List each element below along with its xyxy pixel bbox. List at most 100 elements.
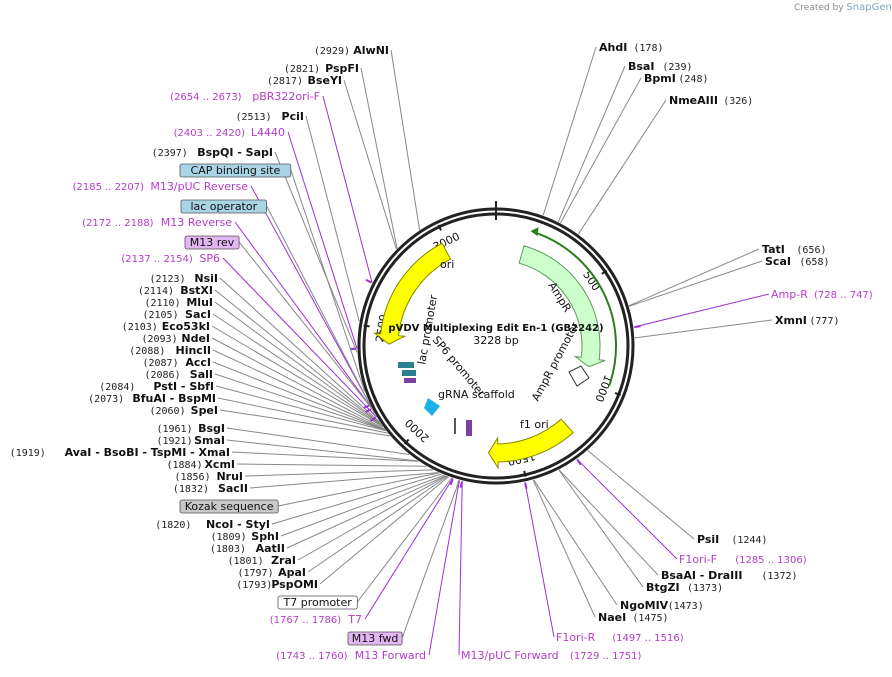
enzyme-position: (1803) xyxy=(210,544,246,555)
leader-line xyxy=(534,480,617,605)
leader-line xyxy=(459,481,462,655)
snapgene-logo-text: SnapGene xyxy=(846,2,892,13)
feature-box-label: Kozak sequence xyxy=(185,500,274,513)
primer-label: M13/pUC Reverse xyxy=(150,180,248,193)
primer-range: (2137 .. 2154) xyxy=(121,254,193,265)
primer-range: (2403 .. 2420) xyxy=(174,128,246,139)
primer-label: pBR322ori-F xyxy=(252,90,320,103)
leader-line xyxy=(232,452,418,461)
leader-line xyxy=(237,464,426,466)
leader-line xyxy=(213,362,385,430)
leader-line xyxy=(533,480,595,617)
enzyme-position: (1373) xyxy=(687,583,723,594)
primer-label: F1ori-F xyxy=(679,553,717,566)
leader-line xyxy=(561,78,641,223)
leader-line xyxy=(227,440,418,461)
enzyme-label: SpeI xyxy=(191,404,218,417)
enzyme-position: (178) xyxy=(633,43,663,54)
enzyme-position: (2114) xyxy=(138,286,174,297)
enzyme-position: (1884) xyxy=(166,460,202,471)
leader-line xyxy=(212,326,383,427)
enzyme-label: BtgZI xyxy=(646,581,680,594)
enzyme-label: PciI xyxy=(282,110,304,123)
watermark-prefix: Created by xyxy=(794,3,844,13)
feature-box-label: lac operator xyxy=(190,200,257,213)
leader-line xyxy=(629,261,762,306)
enzyme-position: (658) xyxy=(799,257,829,268)
enzyme-position: (1793) xyxy=(236,580,272,591)
cluster-glyph xyxy=(402,370,416,376)
primer-label: M13/pUC Forward xyxy=(461,649,559,662)
primer-range: (1285 .. 1306) xyxy=(735,555,807,566)
leader-line xyxy=(559,470,643,587)
enzyme-position: (1809) xyxy=(210,532,246,543)
cluster-glyph xyxy=(404,378,416,383)
primer-range: (2172 .. 2188) xyxy=(82,218,154,229)
leader-line xyxy=(344,80,396,249)
enzyme-label: BseYI xyxy=(308,74,342,87)
feature-box-label: M13 rev xyxy=(190,236,235,249)
primer-range: (728 .. 747) xyxy=(814,290,873,301)
enzyme-label: AlwNI xyxy=(353,44,389,57)
leader-line xyxy=(558,66,625,222)
grna-glyph xyxy=(454,418,456,434)
leader-line xyxy=(291,170,365,391)
enzyme-position: (2073) xyxy=(88,394,124,405)
enzyme-label: PspOMI xyxy=(271,578,318,591)
enzyme-label: XmnI xyxy=(775,314,807,327)
plasmid-size: 3228 bp xyxy=(473,334,518,347)
enzyme-label: BpmI xyxy=(644,72,676,85)
ori-label: ori xyxy=(440,258,454,271)
leader-line xyxy=(577,459,677,559)
primer-range: (2654 .. 2673) xyxy=(170,92,242,103)
enzyme-position: (1820) xyxy=(155,520,191,531)
plasmid-name: pVDV Multiplexing Edit En-1 (GB2242) xyxy=(388,323,603,334)
primer-label: T7 xyxy=(347,613,362,626)
enzyme-position: (2093) xyxy=(141,334,177,345)
enzyme-label: SacII xyxy=(218,482,248,495)
leader-line xyxy=(543,47,596,215)
enzyme-position: (1475) xyxy=(632,613,668,624)
enzyme-position: (777) xyxy=(809,316,839,327)
enzyme-position: (1797) xyxy=(237,568,273,579)
enzyme-position: (2088) xyxy=(129,346,165,357)
enzyme-position: (248) xyxy=(678,74,708,85)
enzyme-position: (2060) xyxy=(149,406,185,417)
tick-mark xyxy=(364,325,370,326)
cluster-glyph xyxy=(398,362,414,368)
enzyme-label: NmeAIII xyxy=(669,94,718,107)
leader-line xyxy=(281,475,444,536)
leader-line xyxy=(391,50,420,230)
feature-box-label: M13 fwd xyxy=(352,632,399,645)
leader-line xyxy=(588,450,694,539)
enzyme-label: AhdI xyxy=(599,41,627,54)
enzyme-position: (2103) xyxy=(122,322,158,333)
leader-line xyxy=(320,477,449,584)
primer-label: L4440 xyxy=(251,126,285,139)
enzyme-label: PsiI xyxy=(697,533,719,546)
feature-box-label: T7 promoter xyxy=(283,596,353,609)
primer-range: (1767 .. 1786) xyxy=(270,615,342,626)
f1-ori-label: f1 ori xyxy=(520,418,549,431)
leader-line xyxy=(215,302,382,425)
ampr-cds-arrowhead xyxy=(531,227,539,236)
enzyme-position: (2929) xyxy=(314,46,350,57)
leader-line xyxy=(287,476,446,548)
enzyme-position: (2110) xyxy=(144,298,180,309)
enzyme-label: BspQI - SapI xyxy=(197,146,273,159)
feature-box-label: CAP binding site xyxy=(191,164,281,177)
enzyme-position: (1961) xyxy=(156,424,192,435)
primer-range: (1743 .. 1760) xyxy=(276,651,348,662)
leader-line xyxy=(559,470,658,575)
leader-line xyxy=(306,116,359,321)
leader-line xyxy=(629,249,759,306)
primer-label: M13 Reverse xyxy=(161,216,232,229)
enzyme-position: (1832) xyxy=(173,484,209,495)
leader-line xyxy=(235,222,372,409)
grna-glyph xyxy=(466,420,472,436)
leader-line xyxy=(323,96,372,283)
enzyme-position: (2087) xyxy=(142,358,178,369)
grna-scaffold-label: gRNA scaffold xyxy=(438,388,515,401)
